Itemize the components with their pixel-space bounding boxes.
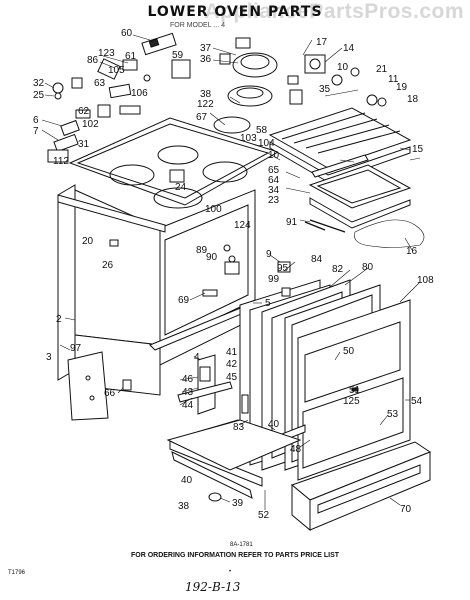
part-label-104: 104 [258, 138, 275, 149]
part-label-91: 91 [286, 217, 298, 228]
page-code: T1796 [8, 570, 26, 576]
part-label-48: 48 [290, 444, 302, 455]
part-label-18: 18 [407, 94, 419, 105]
part-label-19: 19 [396, 82, 408, 93]
part-label-83: 83 [233, 422, 245, 433]
part-label-38: 38 [200, 89, 212, 100]
part-label-124: 124 [234, 220, 251, 231]
part-label-32: 32 [33, 78, 45, 89]
part-label-41: 41 [226, 347, 238, 358]
part-label-10: 10 [337, 62, 349, 73]
part-label-67: 67 [196, 112, 208, 123]
part-67 [213, 116, 251, 134]
handwritten-note: 192-B-13 [185, 580, 241, 594]
broil-pan [308, 164, 412, 209]
part-label-14: 14 [343, 43, 355, 54]
part-label-69: 69 [178, 295, 190, 306]
corner-bracket [67, 351, 109, 421]
part-label-7: 7 [33, 126, 39, 137]
part-label-61: 61 [125, 51, 137, 62]
catalog-number: 8A-1781 [230, 542, 253, 548]
part-label-125: 125 [343, 396, 360, 407]
part-label-35: 35 [319, 84, 331, 95]
part-label-38b: 38 [178, 501, 190, 512]
part-label-10b: 10 [268, 150, 280, 161]
part-label-123: 123 [98, 48, 115, 59]
part-label-112: 112 [53, 156, 69, 167]
part-36 [232, 52, 278, 78]
part-label-59: 59 [172, 50, 184, 61]
part-label-95: 95 [277, 263, 289, 274]
part-label-106: 106 [131, 88, 148, 99]
part-label-39: 39 [232, 498, 244, 509]
part-label-90: 90 [206, 252, 218, 263]
part-label-9: 9 [266, 249, 272, 260]
part-label-43: 43 [182, 387, 194, 398]
page-dot: • [229, 569, 232, 575]
page-title: LOWER OVEN PARTS [147, 4, 323, 20]
part-label-11: 11 [388, 74, 399, 85]
part-label-108: 108 [417, 275, 434, 286]
part-label-44: 44 [182, 400, 194, 411]
part-label-54: 54 [411, 396, 423, 407]
part-label-66: 66 [104, 388, 116, 399]
part-label-5: 5 [265, 298, 271, 309]
part-label-50: 50 [343, 346, 355, 357]
part-label-80: 80 [362, 262, 374, 273]
part-label-51: 51 [349, 385, 361, 396]
watermark: AppliancePartsPros.com [204, 0, 464, 23]
part-label-64: 64 [268, 175, 280, 186]
part-label-2: 2 [56, 314, 62, 325]
part-label-16: 16 [406, 246, 418, 257]
part-label-97: 97 [70, 343, 82, 354]
part-14 [304, 54, 326, 74]
part-label-4: 4 [194, 352, 200, 363]
part-label-31: 31 [78, 139, 90, 150]
part-label-37: 37 [200, 43, 212, 54]
part-label-20: 20 [82, 236, 94, 247]
footer-note: FOR ORDERING INFORMATION REFER TO PARTS … [130, 552, 340, 559]
part-38 [227, 85, 273, 107]
part-label-42: 42 [226, 359, 238, 370]
part-label-105: 105 [108, 65, 125, 76]
part-label-58: 58 [256, 125, 268, 136]
part-label-21: 21 [376, 64, 388, 75]
part-label-3: 3 [46, 352, 52, 363]
part-label-6: 6 [33, 115, 39, 126]
part-label-84: 84 [311, 254, 323, 265]
part-label-102: 102 [82, 119, 99, 130]
part-label-24: 24 [175, 182, 187, 193]
part-label-40: 40 [268, 419, 280, 430]
part-label-89: 89 [196, 245, 208, 256]
part-label-100: 100 [205, 204, 222, 215]
part-label-63: 63 [94, 78, 106, 89]
part-label-52: 52 [258, 510, 270, 521]
part-label-26: 26 [102, 260, 114, 271]
part-label-99: 99 [268, 274, 280, 285]
part-number-labels: 60 37 17 14 36 86 123 61 59 10 21 11 32 … [33, 28, 434, 521]
part-label-15: 15 [412, 144, 424, 155]
part-label-65: 65 [268, 165, 280, 176]
part-label-23: 23 [268, 195, 280, 206]
part-label-86: 86 [87, 55, 99, 66]
part-label-46: 46 [182, 374, 194, 385]
oven-rack [268, 107, 412, 169]
part-label-62: 62 [78, 106, 90, 117]
part-label-25: 25 [33, 90, 45, 101]
part-label-36: 36 [200, 54, 212, 65]
part-label-45: 45 [226, 372, 238, 383]
part-label-122: 122 [197, 99, 214, 110]
part-label-82: 82 [332, 264, 344, 275]
part-label-17: 17 [316, 37, 328, 48]
part-label-40b: 40 [181, 475, 193, 486]
model-subtitle: FOR MODEL ... 4 [170, 22, 225, 29]
part-label-70: 70 [400, 504, 412, 515]
part-label-53: 53 [387, 409, 399, 420]
part-label-60: 60 [121, 28, 133, 39]
part-label-103: 103 [240, 133, 257, 144]
part-label-34: 34 [268, 185, 280, 196]
